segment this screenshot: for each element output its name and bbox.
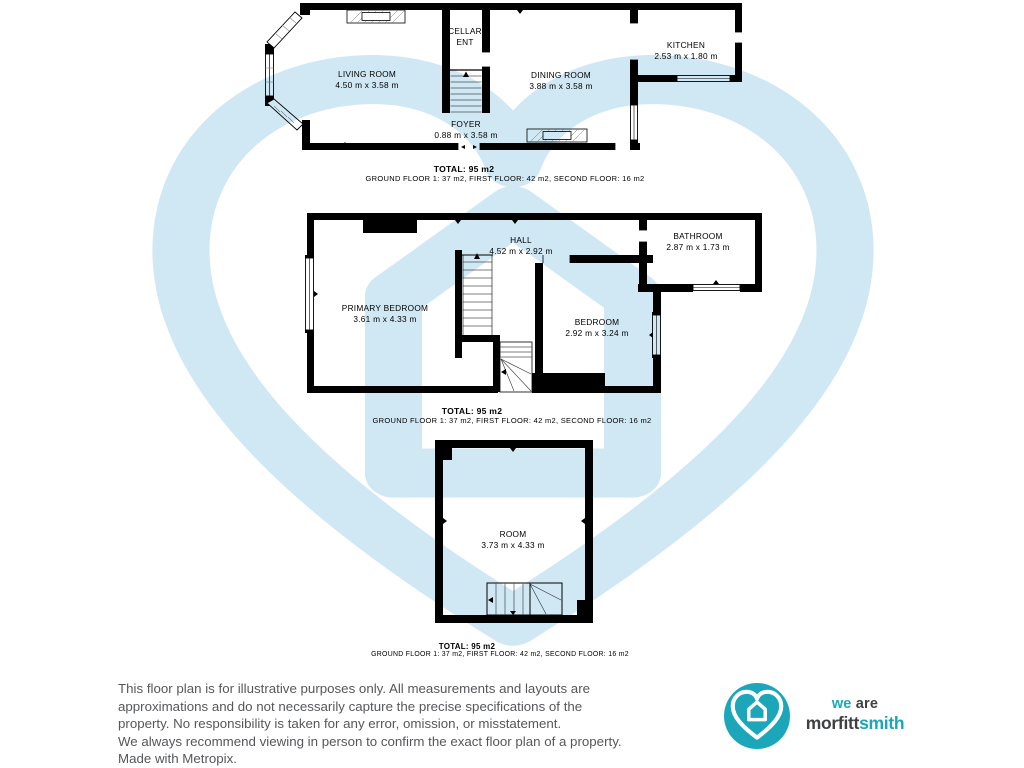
first-floor-breakdown: GROUND FLOOR 1: 37 m2, FIRST FLOOR: 42 m…	[372, 416, 652, 425]
room-dims: 3.73 m x 4.33 m	[481, 540, 545, 550]
disclaimer-line: Made with Metropix.	[118, 751, 237, 766]
room-dims: 4.52 m x 2.92 m	[489, 246, 553, 256]
room-label-foyer: FOYER 0.88 m x 3.58 m	[434, 119, 497, 141]
logo-brand: morfittsmith	[799, 712, 911, 733]
room-name: PRIMARY BEDROOM	[341, 303, 429, 314]
room-dims: 4.50 m x 3.58 m	[335, 80, 399, 90]
room-name: KITCHEN	[666, 40, 706, 51]
room-name: ROOM	[499, 529, 527, 540]
room-dims: 2.87 m x 1.73 m	[666, 242, 730, 252]
living-room-fireplace	[346, 9, 406, 24]
ground-floor-total: TOTAL: 95 m2	[433, 164, 495, 174]
room-label-cellar-ent: CELLAR ENT	[448, 26, 482, 48]
disclaimer-line: This floor plan is for illustrative purp…	[118, 681, 591, 696]
dining-window	[630, 102, 638, 143]
ground-floor-plan	[265, 3, 742, 150]
room-name: CELLAR	[448, 26, 482, 37]
room-label-hall: HALL 4.52 m x 2.92 m	[489, 235, 552, 257]
morfittsmith-wordmark: we are morfittsmith	[799, 697, 911, 732]
logo-are: are	[851, 696, 879, 712]
bedroom-window	[652, 312, 661, 358]
dining-room-fireplace	[526, 128, 588, 143]
second-floor-breakdown: GROUND FLOOR 1: 37 m2, FIRST FLOOR: 42 m…	[371, 651, 629, 658]
first-floor-total: TOTAL: 95 m2	[441, 406, 503, 416]
bay-window	[265, 11, 304, 131]
room-dims: 2.92 m x 3.24 m	[565, 328, 629, 338]
room-dims: 3.61 m x 4.33 m	[353, 314, 417, 324]
primary-bedroom-window	[305, 255, 314, 333]
disclaimer-line: We always recommend viewing in person to…	[118, 733, 622, 749]
disclaimer-line: property. No responsibility is taken for…	[118, 716, 562, 731]
logo-smith: smith	[859, 712, 905, 733]
second-floor-total: TOTAL: 95 m2	[438, 642, 496, 651]
kitchen-window	[674, 75, 733, 82]
room-label-bathroom: BATHROOM 2.87 m x 1.73 m	[666, 231, 729, 253]
disclaimer-line: approximations and do not necessarily ca…	[118, 698, 583, 714]
logo-morfitt: morfitt	[805, 712, 860, 733]
ground-floor-breakdown: GROUND FLOOR 1: 37 m2, FIRST FLOOR: 42 m…	[365, 174, 645, 183]
room-name: BEDROOM	[574, 317, 620, 328]
room-label-dining-room: DINING ROOM 3.88 m x 3.58 m	[529, 70, 592, 92]
morfittsmith-heart-icon	[724, 683, 790, 749]
room-dims: 2.53 m x 1.80 m	[654, 51, 718, 61]
logo-we: we	[831, 696, 852, 712]
room-label-primary-bedroom: PRIMARY BEDROOM 3.61 m x 4.33 m	[342, 303, 428, 325]
room-label-kitchen: KITCHEN 2.53 m x 1.80 m	[654, 40, 717, 62]
room-label-bedroom: BEDROOM 2.92 m x 3.24 m	[565, 317, 628, 339]
room-name: LIVING ROOM	[337, 69, 397, 80]
room-dims: 3.88 m x 3.58 m	[529, 81, 593, 91]
room-dims: ENT	[456, 37, 474, 47]
room-name: DINING ROOM	[531, 70, 591, 81]
room-dims: 0.88 m x 3.58 m	[434, 130, 498, 140]
second-measure-ticks	[443, 448, 585, 524]
logo-tagline: we are	[799, 697, 911, 712]
room-label-room: ROOM 3.73 m x 4.33 m	[481, 529, 544, 551]
room-name: FOYER	[451, 119, 481, 130]
room-name: HALL	[510, 235, 532, 246]
disclaimer-text: This floor plan is for illustrative purp…	[118, 680, 678, 768]
room-label-living-room: LIVING ROOM 4.50 m x 3.58 m	[335, 69, 398, 91]
room-name: BATHROOM	[673, 231, 723, 242]
cellar-stairs-icon	[450, 69, 482, 113]
room-stairs-icon	[486, 582, 563, 616]
bathroom-window	[690, 284, 743, 292]
